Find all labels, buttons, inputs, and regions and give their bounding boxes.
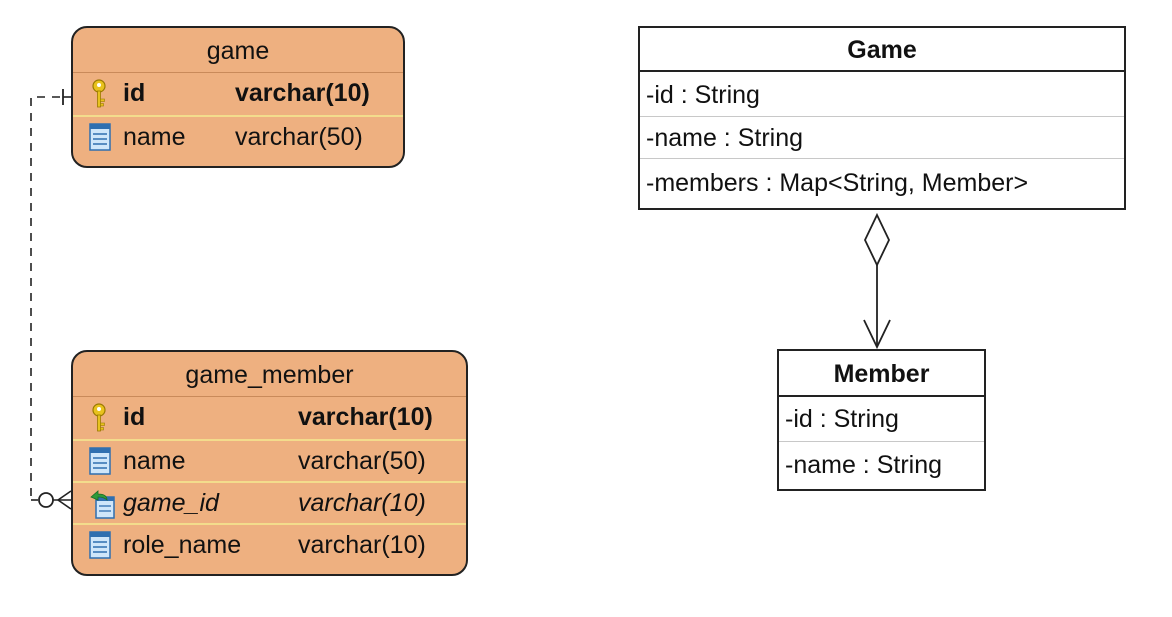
navigability-arrowhead	[863, 319, 891, 350]
er-table-title: game_member	[73, 352, 466, 397]
er-column-row[interactable]: name varchar(50)	[73, 115, 403, 157]
column-icon	[89, 123, 111, 156]
column-name: id	[123, 79, 146, 107]
er-column-row[interactable]: id varchar(10)	[73, 397, 466, 439]
column-name: role_name	[123, 531, 242, 559]
uml-attribute: -name : String	[640, 116, 1124, 158]
column-name: name	[123, 123, 186, 151]
uml-attribute: -members : Map<String, Member>	[640, 158, 1124, 208]
er-table-game-member[interactable]: game_member id varchar(10) name varch	[71, 350, 468, 576]
foreign-key-icon	[89, 489, 117, 524]
column-type: varchar(50)	[298, 447, 426, 475]
er-column-row[interactable]: name varchar(50)	[73, 439, 466, 481]
er-relationship-line[interactable]	[30, 96, 60, 501]
column-name: id	[123, 403, 146, 431]
primary-key-icon	[89, 79, 109, 114]
er-column-row[interactable]: id varchar(10)	[73, 73, 403, 115]
column-name: name	[123, 447, 186, 475]
uml-class-title: Member	[779, 351, 984, 397]
column-type: varchar(10)	[298, 403, 433, 431]
column-type: varchar(10)	[298, 489, 426, 517]
uml-attribute: -id : String	[646, 81, 760, 109]
column-icon	[89, 447, 111, 480]
uml-class-member[interactable]: Member -id : String -name : String	[777, 349, 986, 491]
uml-attribute: -id : String	[785, 405, 899, 433]
uml-class-game[interactable]: Game -id : String -name : String -member…	[638, 26, 1126, 210]
er-column-row[interactable]: role_name varchar(10)	[73, 523, 466, 565]
column-name: game_id	[123, 489, 219, 517]
uml-attribute: -name : String	[779, 441, 984, 491]
column-type: varchar(10)	[235, 79, 370, 107]
column-icon	[89, 531, 111, 564]
primary-key-icon	[89, 403, 109, 438]
aggregation-association[interactable]	[863, 212, 891, 350]
column-type: varchar(50)	[235, 123, 363, 151]
uml-class-title: Game	[640, 28, 1124, 72]
er-table-title: game	[73, 28, 403, 73]
er-table-game[interactable]: game id varchar(10) name varchar(50)	[71, 26, 405, 168]
aggregation-diamond	[864, 212, 890, 268]
er-column-row[interactable]: game_id varchar(10)	[73, 481, 466, 523]
zero-or-many-mark	[38, 490, 72, 510]
column-type: varchar(10)	[298, 531, 426, 559]
